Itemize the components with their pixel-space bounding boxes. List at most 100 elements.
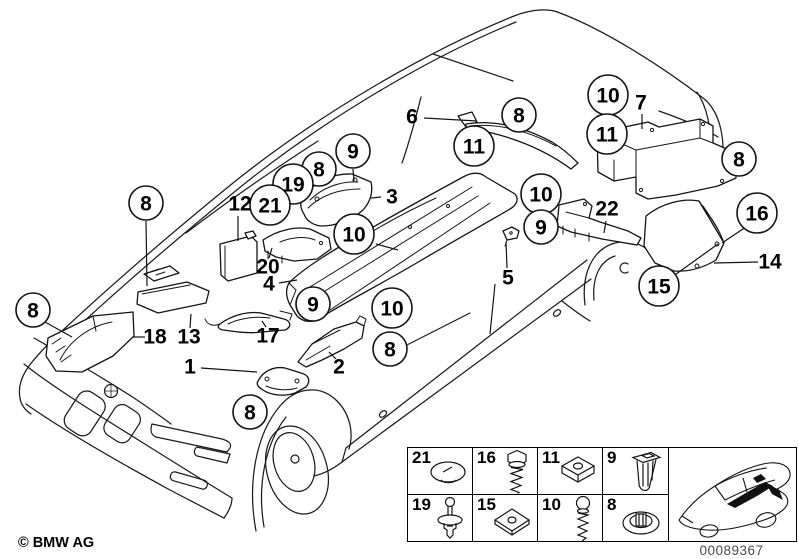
svg-text:7: 7 bbox=[635, 92, 647, 115]
leader-line bbox=[375, 243, 399, 251]
callout-circled-10[interactable]: 10 bbox=[587, 74, 629, 116]
leader-line bbox=[671, 243, 719, 278]
callout-20[interactable]: 20 bbox=[256, 256, 279, 279]
legend-number: 9 bbox=[607, 448, 617, 467]
callout-circled-8[interactable]: 8 bbox=[372, 331, 408, 367]
rivet-cap-icon bbox=[430, 461, 466, 483]
legend-number: 21 bbox=[412, 448, 431, 467]
legend-cell-8[interactable]: 8 bbox=[603, 495, 669, 541]
callout-18[interactable]: 18 bbox=[143, 326, 167, 349]
svg-text:10: 10 bbox=[529, 184, 552, 207]
legend-cell-9[interactable]: 9 bbox=[603, 448, 669, 495]
part-18-wheelhouse-liner bbox=[45, 311, 135, 373]
legend-cell-16[interactable]: 16 bbox=[473, 448, 538, 495]
callout-circled-9[interactable]: 9 bbox=[335, 133, 371, 169]
legend-cell-10[interactable]: 10 bbox=[538, 495, 603, 541]
callout-circled-16[interactable]: 16 bbox=[736, 192, 778, 234]
callout-1[interactable]: 1 bbox=[184, 356, 196, 379]
callout-circled-8[interactable]: 8 bbox=[128, 185, 164, 221]
leader-line bbox=[268, 247, 273, 259]
screw-icon bbox=[575, 495, 591, 541]
callout-14[interactable]: 14 bbox=[758, 251, 782, 274]
expansion-plug-icon bbox=[631, 451, 662, 492]
leader-line bbox=[189, 313, 192, 329]
callout-circled-21[interactable]: 21 bbox=[249, 184, 291, 226]
svg-text:8: 8 bbox=[733, 149, 745, 172]
callout-17[interactable]: 17 bbox=[256, 325, 279, 348]
legend-number: 15 bbox=[477, 495, 496, 514]
svg-text:17: 17 bbox=[256, 325, 279, 348]
callout-circled-10[interactable]: 10 bbox=[333, 213, 375, 255]
callout-12[interactable]: 12 bbox=[228, 193, 251, 216]
callout-circled-9[interactable]: 9 bbox=[523, 209, 559, 245]
callout-3[interactable]: 3 bbox=[386, 186, 398, 209]
callout-13[interactable]: 13 bbox=[177, 326, 200, 349]
svg-text:1: 1 bbox=[184, 356, 196, 379]
callout-circled-8[interactable]: 8 bbox=[232, 394, 268, 430]
leader-line bbox=[145, 220, 148, 287]
leader-line bbox=[423, 117, 478, 122]
leader-line bbox=[370, 196, 382, 199]
car-location-thumbnail bbox=[678, 462, 791, 538]
legend-number: 10 bbox=[542, 495, 561, 514]
callout-2[interactable]: 2 bbox=[333, 356, 345, 379]
callout-circled-10[interactable]: 10 bbox=[520, 173, 562, 215]
exploded-parts bbox=[45, 111, 737, 396]
callout-circled-8[interactable]: 8 bbox=[721, 141, 757, 177]
svg-text:14: 14 bbox=[758, 251, 782, 274]
callout-circled-15[interactable]: 15 bbox=[638, 265, 680, 307]
svg-text:8: 8 bbox=[384, 339, 396, 362]
svg-text:8: 8 bbox=[513, 105, 525, 128]
legend-cell-21[interactable]: 21 bbox=[408, 448, 473, 495]
svg-text:10: 10 bbox=[596, 85, 619, 108]
svg-text:9: 9 bbox=[307, 294, 319, 317]
callout-4[interactable]: 4 bbox=[263, 273, 275, 296]
legend-car-thumbnail bbox=[669, 448, 798, 541]
callout-5[interactable]: 5 bbox=[502, 267, 514, 290]
part-20-bracket bbox=[262, 227, 332, 264]
callout-6[interactable]: 6 bbox=[406, 106, 418, 129]
svg-text:22: 22 bbox=[595, 198, 618, 221]
legend-number: 19 bbox=[412, 495, 431, 514]
svg-text:9: 9 bbox=[535, 217, 547, 240]
callout-circled-10[interactable]: 10 bbox=[371, 287, 413, 329]
leader-line bbox=[713, 261, 759, 264]
svg-text:8: 8 bbox=[244, 402, 256, 425]
svg-text:3: 3 bbox=[386, 186, 398, 209]
legend-cell-19[interactable]: 19 bbox=[408, 495, 473, 541]
fastener-legend: 21 16 11 bbox=[407, 447, 797, 542]
legend-number: 8 bbox=[607, 495, 617, 514]
svg-text:8: 8 bbox=[27, 300, 39, 323]
part-14-quarter-shield bbox=[643, 199, 725, 272]
callout-circled-8[interactable]: 8 bbox=[15, 292, 51, 328]
callout-7[interactable]: 7 bbox=[635, 92, 647, 115]
leader-line bbox=[505, 241, 508, 269]
part-13-shield bbox=[136, 265, 210, 314]
svg-text:12: 12 bbox=[228, 193, 251, 216]
svg-text:20: 20 bbox=[256, 256, 279, 279]
pin-rivet-icon bbox=[437, 496, 463, 539]
svg-text:2: 2 bbox=[333, 356, 345, 379]
svg-text:19: 19 bbox=[281, 174, 304, 197]
legend-cell-11[interactable]: 11 bbox=[538, 448, 603, 495]
leader-line bbox=[44, 321, 73, 338]
svg-text:6: 6 bbox=[406, 106, 418, 129]
clip-nut-icon bbox=[560, 456, 596, 483]
callout-22[interactable]: 22 bbox=[595, 198, 618, 221]
grommet-icon bbox=[622, 511, 660, 535]
callout-circled-11[interactable]: 11 bbox=[586, 113, 628, 155]
svg-text:11: 11 bbox=[596, 124, 619, 147]
callout-circled-9[interactable]: 9 bbox=[295, 286, 331, 322]
bmw-copyright: © BMW AG bbox=[18, 535, 95, 551]
leader-line bbox=[200, 367, 258, 373]
svg-text:10: 10 bbox=[380, 298, 403, 321]
leader-line bbox=[721, 226, 747, 244]
callout-circled-8[interactable]: 8 bbox=[501, 97, 537, 133]
callout-circled-11[interactable]: 11 bbox=[453, 125, 495, 167]
svg-text:11: 11 bbox=[463, 136, 486, 159]
part-floor-shield bbox=[285, 172, 518, 323]
legend-cell-15[interactable]: 15 bbox=[473, 495, 538, 541]
leader-line bbox=[261, 320, 267, 328]
part-17-insulator bbox=[204, 310, 293, 334]
